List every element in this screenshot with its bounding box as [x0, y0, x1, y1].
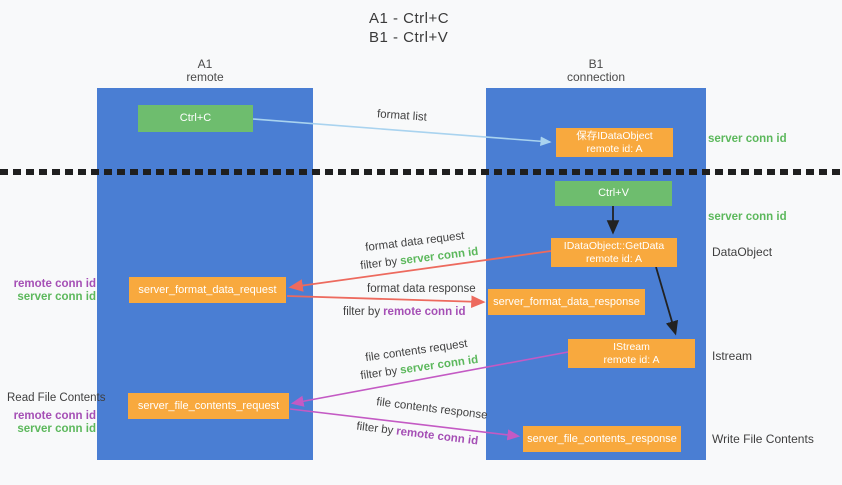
save-dataobject-line2: remote id: A — [586, 142, 643, 155]
file-contents-response-label: file contents response — [375, 396, 489, 422]
ctrl-v-label: Ctrl+V — [598, 187, 629, 199]
format-server-conn-id: server conn id — [17, 291, 96, 303]
title-line-1: A1 - Ctrl+C — [369, 10, 450, 27]
istream-line1: IStream — [613, 340, 650, 353]
server-format-data-response-box: server_format_data_response — [488, 289, 645, 315]
lifeline-b1-name: B1 — [588, 57, 604, 71]
format-list-label: format list — [376, 108, 428, 124]
server-format-data-request-box: server_format_data_request — [129, 277, 286, 303]
file-server-conn-id: server conn id — [17, 423, 96, 435]
lifeline-header-b1: B1 connection — [546, 58, 646, 84]
session-separator-line — [0, 169, 842, 175]
format-data-response-label: format data response — [367, 283, 476, 295]
server-file-contents-response-label: server_file_contents_response — [527, 432, 677, 445]
getdata-line1: IDataObject::GetData — [563, 239, 665, 252]
ctrl-c-box: Ctrl+C — [138, 105, 253, 132]
read-file-contents-annotation: Read File Contents — [7, 392, 106, 404]
filter-by-text: filter by — [359, 255, 398, 273]
lifeline-header-a1: A1 remote — [155, 58, 255, 84]
lifeline-a1-role: remote — [186, 70, 224, 84]
ctrl-v-box: Ctrl+V — [555, 181, 672, 206]
server-conn-id-annotation-mid: server conn id — [708, 211, 787, 223]
dataobject-annotation: DataObject — [712, 245, 773, 259]
remote-conn-id-key: remote conn id — [383, 306, 466, 318]
filter-by-text: filter by — [343, 306, 381, 318]
save-dataobject-box: 保存IDataObject remote id: A — [556, 128, 673, 157]
diagram-title: A1 - Ctrl+C B1 - Ctrl+V — [369, 9, 449, 47]
istream-line2: remote id: A — [603, 353, 660, 366]
filter-by-text: filter by — [359, 365, 399, 383]
format-request-conn-ids: remote conn id server conn id — [10, 278, 96, 304]
server-conn-id-annotation-top: server conn id — [708, 133, 787, 145]
file-remote-conn-id: remote conn id — [13, 410, 96, 422]
format-data-response-arrow — [286, 295, 486, 308]
filter-by-text: filter by — [355, 420, 394, 438]
istream-box: IStream remote id: A — [568, 339, 695, 368]
write-file-contents-annotation: Write File Contents — [712, 432, 814, 446]
server-format-data-request-label: server_format_data_request — [138, 283, 277, 296]
save-dataobject-line1: 保存IDataObject — [576, 129, 653, 142]
lifeline-a1-name: A1 — [197, 57, 213, 71]
server-conn-id-key: server conn id — [399, 245, 479, 268]
ctrl-c-label: Ctrl+C — [179, 112, 212, 124]
title-line-2: B1 - Ctrl+V — [369, 29, 449, 46]
remote-conn-id-key: remote conn id — [395, 425, 479, 448]
lifeline-b1-role: connection — [566, 70, 626, 84]
istream-annotation: Istream — [712, 349, 753, 363]
file-request-conn-ids: remote conn id server conn id — [10, 410, 96, 436]
getdata-box: IDataObject::GetData remote id: A — [551, 238, 677, 267]
server-file-contents-request-label: server_file_contents_request — [137, 399, 280, 412]
getdata-line2: remote id: A — [585, 252, 643, 265]
server-file-contents-response-box: server_file_contents_response — [523, 426, 681, 452]
server-format-data-response-label: server_format_data_response — [493, 295, 640, 308]
server-file-contents-request-box: server_file_contents_request — [128, 393, 289, 419]
format-remote-conn-id: remote conn id — [13, 278, 96, 290]
